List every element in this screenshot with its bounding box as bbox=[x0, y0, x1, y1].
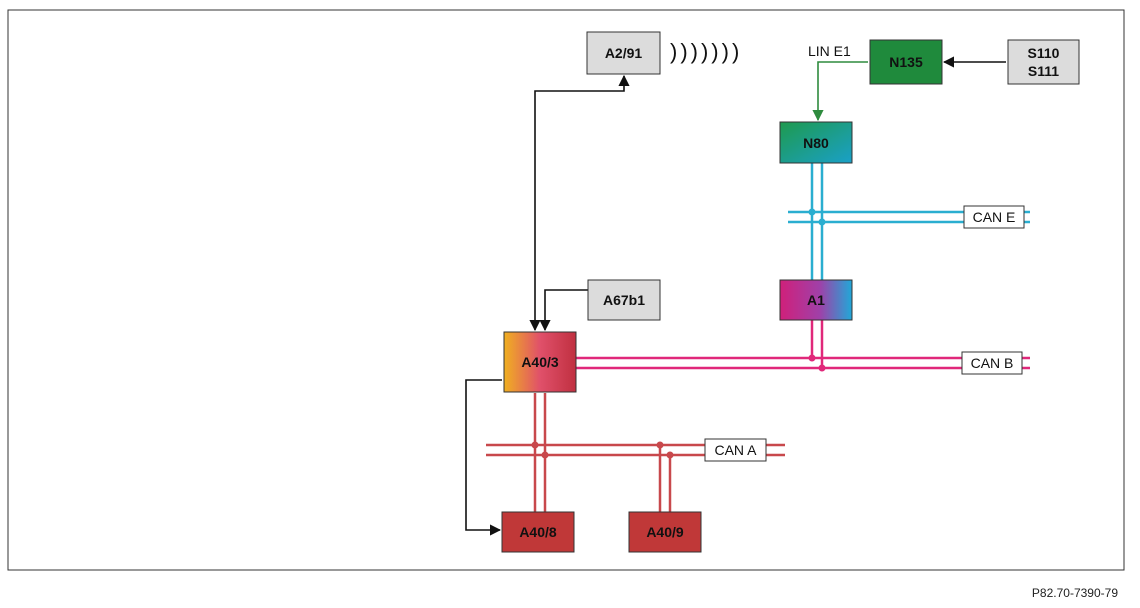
a403-to-a408-arrow bbox=[465, 379, 502, 536]
can-b-junction bbox=[818, 364, 826, 372]
can-e-junction bbox=[808, 208, 816, 216]
box-a40-9-label: A40/9 bbox=[646, 524, 684, 540]
can-b-label: CAN B bbox=[971, 355, 1014, 371]
box-a40-3: A40/3 bbox=[503, 331, 577, 393]
box-n80-label: N80 bbox=[803, 135, 829, 151]
box-a67b1-label: A67b1 bbox=[603, 292, 645, 308]
a403-a291-link bbox=[529, 74, 630, 332]
can-a-junction bbox=[531, 441, 539, 449]
can-a-junction bbox=[541, 451, 549, 459]
box-a2-91-label: A2/91 bbox=[605, 45, 643, 61]
box-a40-9: A40/9 bbox=[628, 511, 702, 553]
can-e-tag: CAN E bbox=[963, 205, 1025, 229]
diagram-frame bbox=[7, 9, 1125, 571]
can-b-junction bbox=[808, 354, 816, 362]
box-a67b1: A67b1 bbox=[587, 279, 661, 321]
box-a2-91: A2/91 bbox=[586, 31, 661, 75]
box-s110-label: S110 bbox=[1028, 45, 1060, 61]
box-a1: A1 bbox=[779, 279, 853, 321]
can-b-bus bbox=[576, 320, 1030, 370]
box-n80: N80 bbox=[779, 121, 853, 164]
box-a40-8: A40/8 bbox=[501, 511, 575, 553]
box-n135-label: N135 bbox=[889, 54, 923, 70]
a67b1-to-a403-arrow bbox=[539, 289, 588, 332]
can-a-junction bbox=[656, 441, 664, 449]
lin-e1-label: LIN E1 bbox=[808, 43, 851, 59]
can-e-label: CAN E bbox=[973, 209, 1016, 225]
figure-caption: P82.70-7390-79 bbox=[1031, 586, 1118, 600]
lin-e1-line bbox=[812, 61, 868, 122]
box-a40-8-label: A40/8 bbox=[519, 524, 557, 540]
wireless-symbol: ))))))) bbox=[670, 39, 742, 64]
can-e-junction bbox=[818, 218, 826, 226]
can-a-junction bbox=[666, 451, 674, 459]
box-n135: N135 bbox=[869, 39, 943, 85]
can-b-tag: CAN B bbox=[961, 351, 1023, 375]
can-a-label: CAN A bbox=[714, 442, 757, 458]
can-a-tag: CAN A bbox=[704, 438, 767, 462]
box-s110-s111: S110 S111 bbox=[1007, 39, 1080, 85]
box-s111-label: S111 bbox=[1028, 63, 1059, 79]
box-a40-3-label: A40/3 bbox=[521, 354, 559, 370]
box-a1-label: A1 bbox=[807, 292, 825, 308]
